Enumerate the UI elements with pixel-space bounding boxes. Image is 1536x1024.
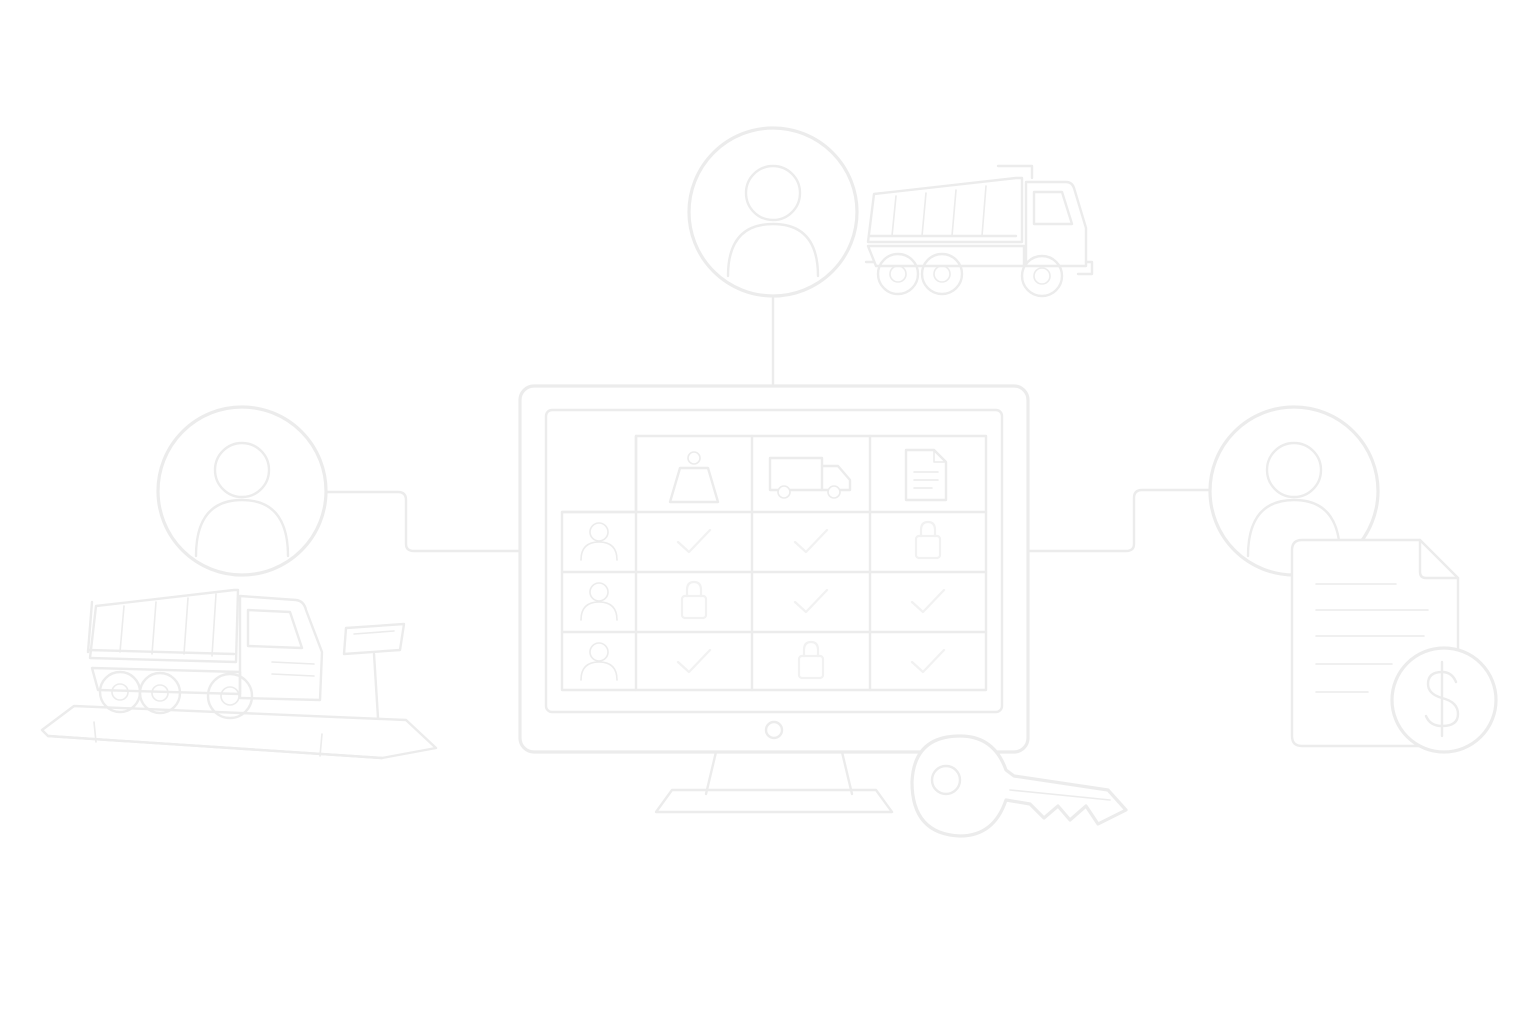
matrix-row — [580, 640, 946, 681]
user-icon — [580, 642, 618, 681]
checkmark-icon — [910, 588, 946, 614]
user-avatar-top — [687, 126, 859, 298]
lock-icon — [797, 640, 825, 680]
user-icon — [1246, 441, 1342, 558]
user-avatar-left — [156, 405, 328, 577]
monitor-icon — [518, 384, 1030, 814]
user-icon — [194, 441, 290, 558]
matrix-row — [580, 580, 946, 621]
weight-icon — [668, 451, 720, 504]
lock-icon — [914, 520, 942, 560]
dollar-icon — [1390, 646, 1498, 754]
lock-icon — [680, 580, 708, 620]
checkmark-icon — [676, 648, 712, 674]
dump-truck-icon — [86, 588, 324, 720]
matrix-row — [580, 520, 942, 561]
document-icon — [904, 448, 948, 502]
checkmark-icon — [910, 648, 946, 674]
dump-truck-icon — [864, 164, 1094, 298]
connector-right — [1026, 488, 1212, 553]
checkmark-icon — [793, 588, 829, 614]
user-icon — [726, 164, 820, 278]
user-icon — [580, 582, 618, 621]
key-icon — [910, 734, 1128, 838]
delivery-truck-icon — [768, 456, 852, 499]
connectors — [324, 296, 1212, 553]
permissions-matrix — [560, 434, 988, 692]
avatar-circle — [156, 405, 328, 577]
checkmark-icon — [793, 528, 829, 554]
user-icon — [580, 522, 618, 561]
connector-left — [324, 490, 522, 553]
truck-scale-icon — [40, 622, 438, 760]
checkmark-icon — [676, 528, 712, 554]
avatar-circle — [687, 126, 859, 298]
